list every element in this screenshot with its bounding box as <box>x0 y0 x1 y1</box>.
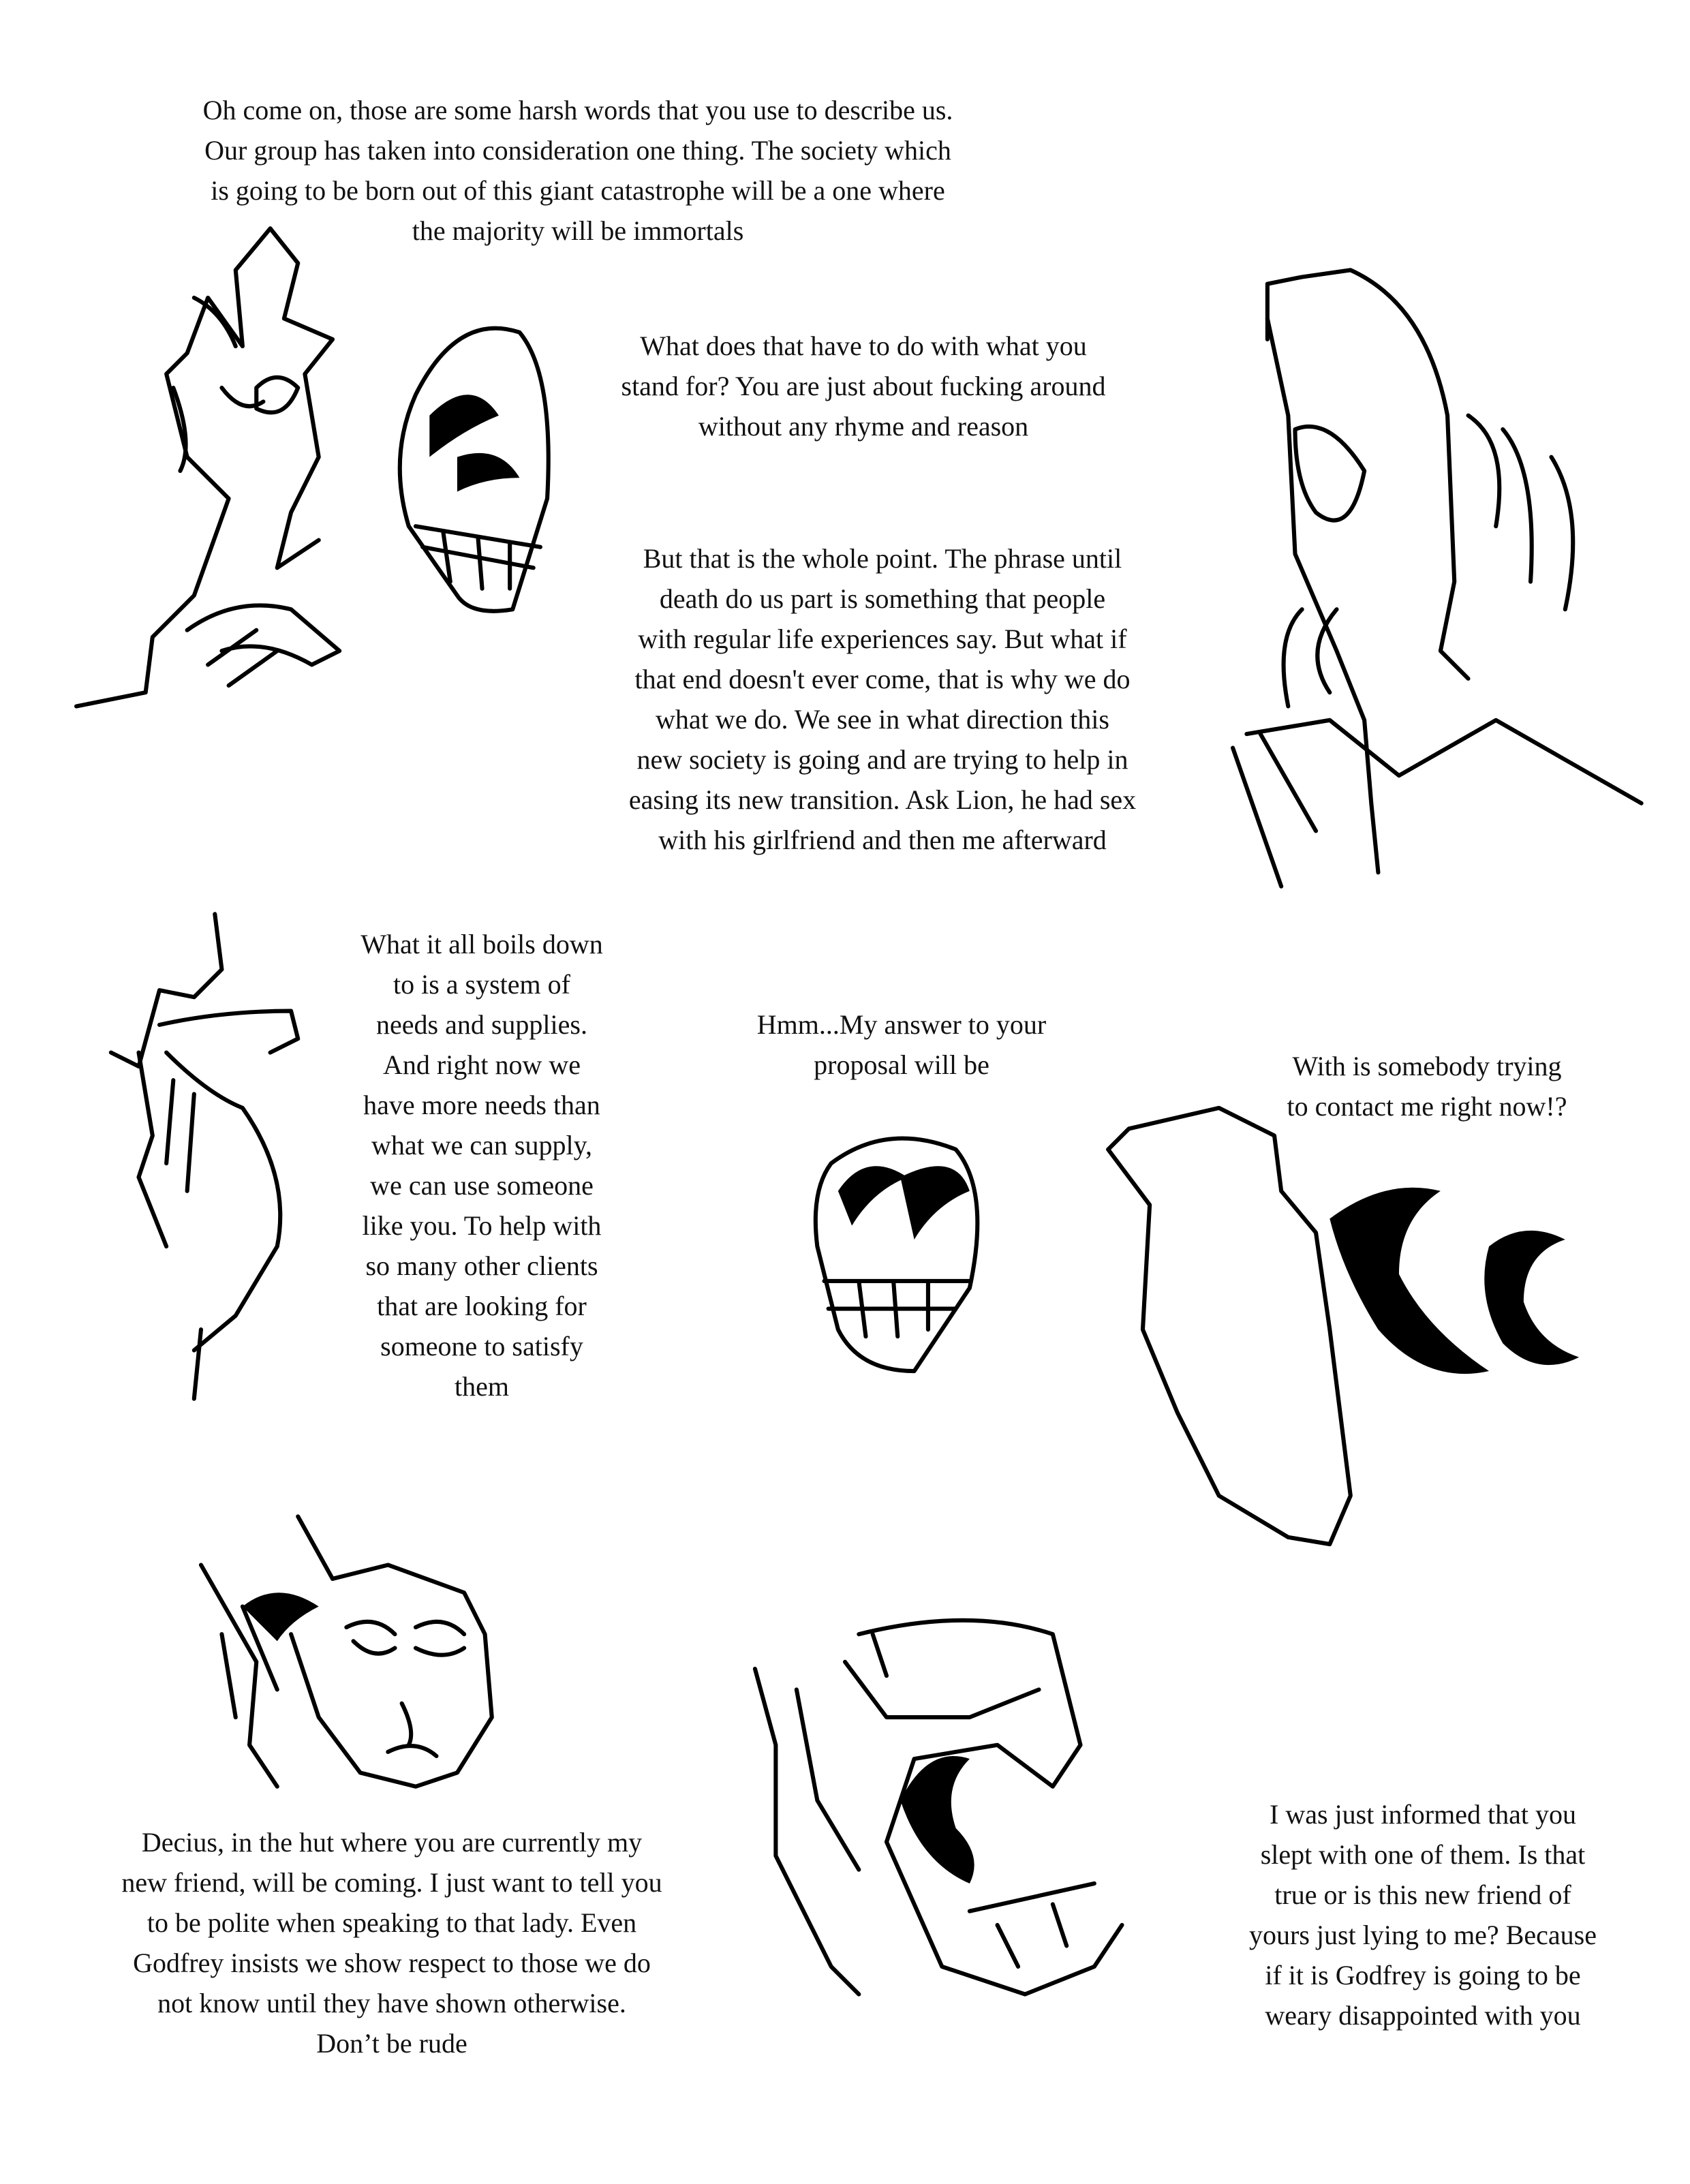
hooded-figure-phone-drawing <box>1106 1105 1580 1547</box>
speech-text-4: What it all boils down to is a system of… <box>360 929 603 1402</box>
hands-drawing <box>108 912 301 1401</box>
speech-text-8: I was just informed that you slept with … <box>1249 1799 1597 2031</box>
masked-figure-center-drawing <box>813 1136 980 1374</box>
speech-text-5: Hmm...My answer to your proposal will be <box>756 1009 1047 1080</box>
speech-text-2: What does that have to do with what you … <box>621 330 1106 442</box>
hooded-figure-left-drawing <box>74 226 342 709</box>
hooded-figure-right-drawing <box>1231 268 1644 889</box>
speech-text-7: Decius, in the hut where you are current… <box>121 1827 662 2059</box>
hooded-figure-bottom-drawing <box>752 1618 1124 1997</box>
speech-text-1: Oh come on, those are some harsh words t… <box>202 95 953 246</box>
speech-text-3: But that is the whole point. The phrase … <box>628 543 1137 855</box>
speech-text-6: With is somebody trying to contact me ri… <box>1287 1051 1567 1122</box>
masked-figure-small-drawing <box>397 326 551 613</box>
bearded-man-drawing <box>198 1514 494 1789</box>
